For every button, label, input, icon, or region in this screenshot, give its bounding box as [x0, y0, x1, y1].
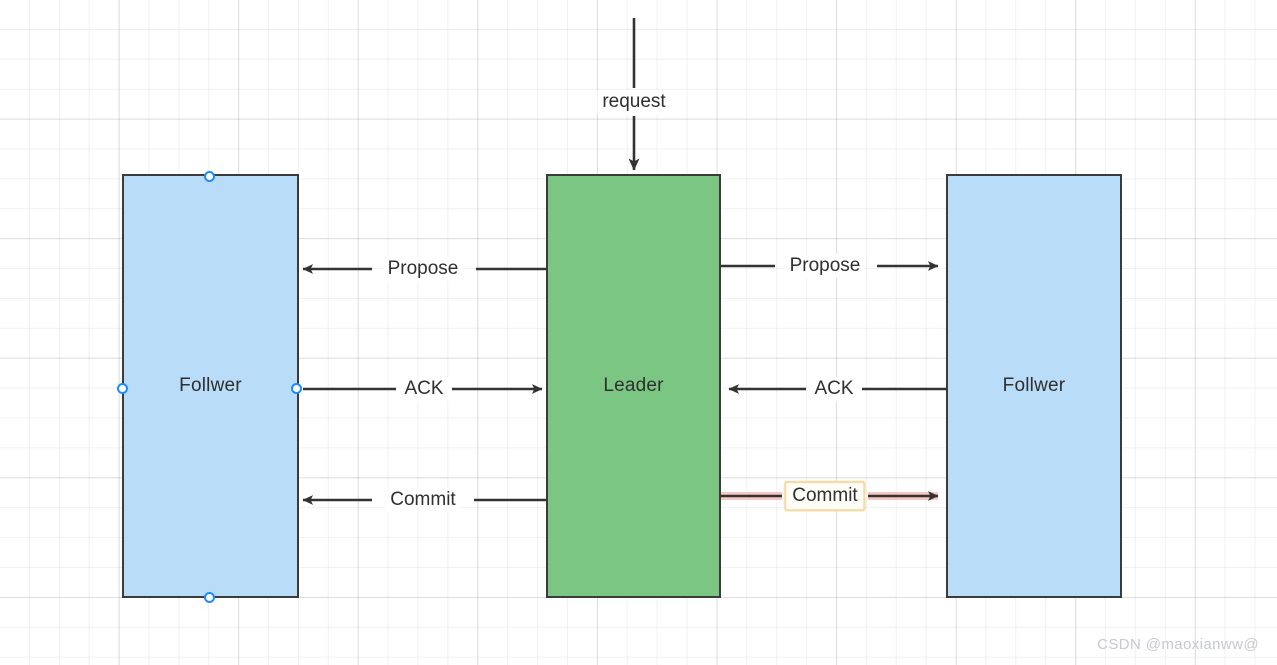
edge-label-ack-right[interactable]: ACK	[809, 377, 859, 401]
edge-label-ack-left[interactable]: ACK	[399, 377, 449, 401]
edge-label-propose-left[interactable]: Propose	[382, 257, 464, 281]
edge-label-commit-right[interactable]: Commit	[784, 481, 866, 511]
node-label-leader: Leader	[603, 375, 664, 396]
selection-handle-top[interactable]	[204, 171, 215, 182]
edge-label-commit-left[interactable]: Commit	[385, 488, 461, 512]
node-leader[interactable]: Leader	[546, 174, 721, 598]
watermark: CSDN @maoxianww@	[1097, 636, 1259, 653]
edge-label-propose-right[interactable]: Propose	[784, 254, 866, 278]
selection-handle-left[interactable]	[117, 383, 128, 394]
edge-label-request[interactable]: request	[597, 90, 671, 114]
node-label-follower-right: Follwer	[1002, 375, 1066, 396]
node-follower-right[interactable]: Follwer	[946, 174, 1122, 598]
node-label-follower-left: Follwer	[179, 375, 242, 396]
selection-handle-bottom[interactable]	[204, 592, 215, 603]
node-follower-left[interactable]: Follwer	[122, 174, 299, 598]
selection-handle-right[interactable]	[291, 383, 302, 394]
